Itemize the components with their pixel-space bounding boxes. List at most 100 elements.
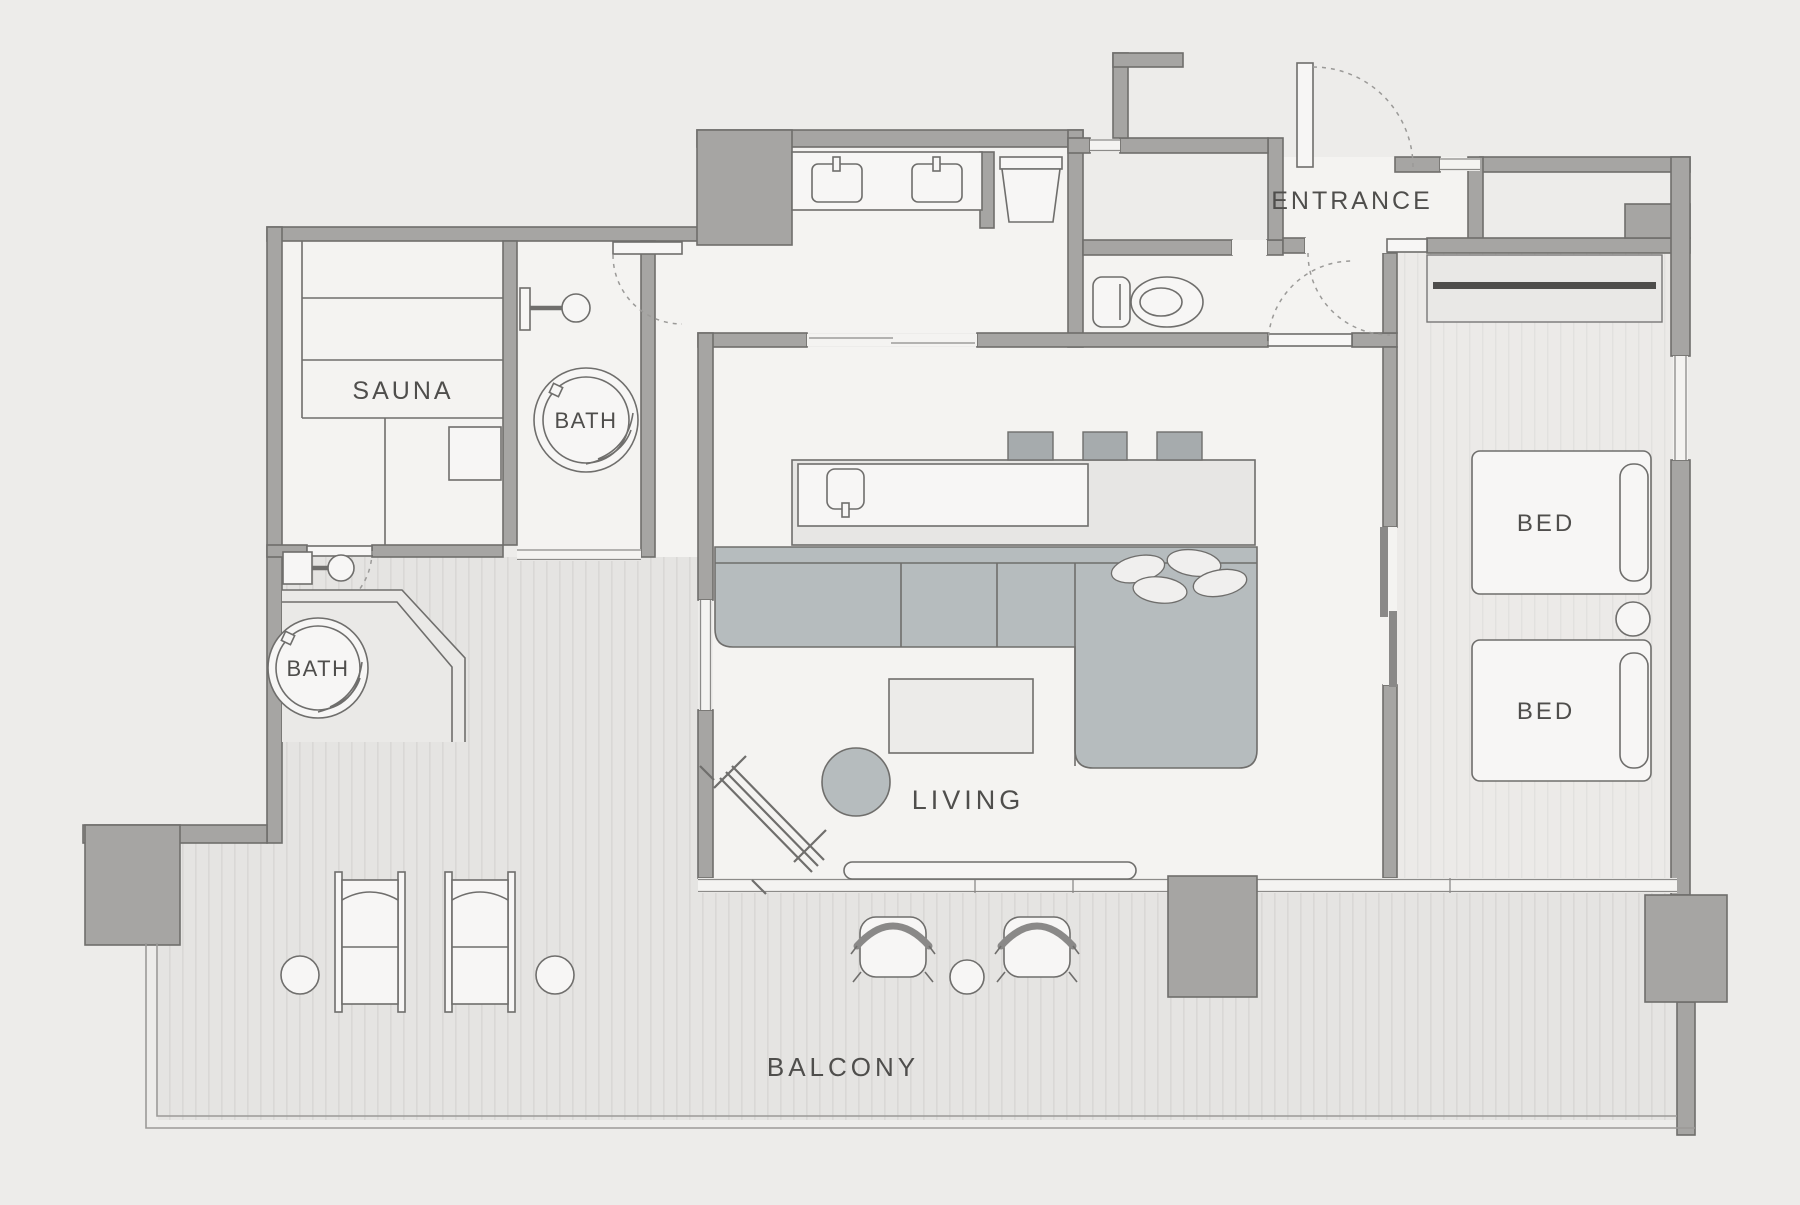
furniture-toilet: [1092, 276, 1204, 328]
balcony-column-left: [84, 824, 181, 946]
bed-bottom-pillow: [1619, 652, 1649, 769]
window-bedroom-right: [1673, 356, 1688, 460]
balcony-table: [949, 959, 985, 995]
shower-head-icon-outdoor: [327, 554, 355, 582]
bathtub-outdoor-step: [280, 630, 296, 646]
opening-vestibule-hall: [1305, 238, 1387, 253]
bathtub-outdoor-rim: [275, 625, 361, 711]
toilet-bowl-inner: [1139, 287, 1183, 317]
bed-bottom: [1471, 639, 1652, 782]
label-entrance: ENTRANCE: [1271, 187, 1433, 215]
bathtub-indoor-step: [548, 382, 564, 398]
label-balcony: BALCONY: [767, 1052, 919, 1082]
tv-board: [843, 861, 1137, 880]
label-sauna: SAUNA: [352, 377, 453, 405]
wall-bedroom-left-a: [1382, 252, 1398, 334]
wall-living-top-b: [976, 332, 1269, 348]
door-swing-vestibule-hall: [1307, 252, 1391, 336]
furniture-bedroom: [1426, 254, 1663, 782]
nightstand: [1615, 601, 1651, 637]
door-swing-bathroom-corridor: [612, 254, 683, 325]
shower-mount-outdoor: [282, 551, 313, 585]
wall-vestibule-left: [1267, 137, 1284, 241]
kitchen-faucet-icon: [841, 502, 850, 518]
wall-right-outer-a: [1670, 156, 1691, 357]
window-entry-top: [1090, 139, 1120, 152]
outdoor-bath-platform-edge: [282, 589, 466, 742]
wall-toilet-top-b: [1266, 239, 1284, 256]
sectional-sofa: [714, 546, 1258, 769]
sliding-door-corridor: [807, 334, 977, 346]
laundry-unit-lid: [999, 156, 1063, 170]
door-leaf-bathroom-corridor: [612, 241, 683, 255]
label-bed-bottom: BED: [1517, 698, 1575, 725]
labels: SAUNA BATH BATH ENTRANCE LIVING BED BED …: [286, 187, 1575, 1082]
door-leaf-vestibule-hall: [1386, 238, 1428, 253]
wall-exterior-notch-cap: [1112, 52, 1184, 68]
wall-bedroom-top-b: [1426, 237, 1691, 254]
sauna-floor: [282, 241, 503, 545]
wall-living-left-b: [697, 709, 714, 879]
sofa-seat-lines: [715, 562, 1257, 766]
side-table-right: [535, 955, 575, 995]
balcony-armchair-2: [994, 916, 1080, 983]
balcony-column-mid: [1167, 875, 1258, 998]
door-swing-sauna-terrace: [306, 550, 373, 617]
sofa-pillow-2: [1166, 548, 1222, 578]
wall-living-top-a: [697, 332, 808, 348]
label-living: LIVING: [912, 785, 1025, 815]
shower-head-icon-indoor: [561, 293, 591, 323]
wall-sauna-bottom-b: [371, 544, 504, 558]
wall-vestibule-top-b: [1479, 156, 1691, 173]
wall-balcony-right: [1676, 1001, 1696, 1136]
door-swing-entrance: [1312, 66, 1414, 168]
sun-lounger-1: [334, 871, 406, 1013]
wall-living-left-a: [697, 332, 714, 601]
label-bed-top: BED: [1517, 510, 1575, 537]
label-bath-outdoor: BATH: [286, 656, 349, 681]
sun-lounger-2: [444, 871, 516, 1013]
furniture-balcony: [280, 871, 1080, 1013]
window-living-left: [699, 600, 712, 710]
bathtub-outdoor: [267, 617, 369, 719]
bed-top-pillow: [1619, 463, 1649, 582]
sauna-benches: [301, 241, 503, 545]
wall-entry-top-b: [1119, 137, 1269, 154]
door-leaf-hall-living: [1267, 333, 1353, 347]
laundry-unit: [1001, 168, 1061, 223]
bathtub-indoor-rim: [542, 376, 630, 464]
toilet-tank: [1092, 276, 1131, 328]
wall-right-outer-b: [1670, 459, 1691, 896]
sliding-panel-bedroom-1: [1380, 527, 1388, 617]
wall-bedroom-left-b: [1382, 346, 1398, 528]
opening-toilet: [1232, 240, 1267, 255]
balcony-armchair-1: [850, 916, 936, 983]
bathtub-indoor-swoosh: [585, 412, 634, 465]
coffee-table: [888, 678, 1034, 754]
wall-bedroom-top-a: [1282, 237, 1306, 254]
bar-stool-1: [1007, 431, 1054, 461]
label-bath-indoor: BATH: [554, 408, 617, 433]
sofa-pillow-4: [1192, 568, 1248, 598]
wall-living-top-c: [1351, 332, 1398, 348]
window-bathroom-bottom: [517, 549, 641, 561]
wall-entry-top-a: [1067, 137, 1091, 154]
faucet-icon-left: [832, 156, 841, 172]
wall-bedroom-left-c: [1382, 684, 1398, 879]
walls: [82, 52, 1696, 1136]
window-vestibule-top: [1440, 158, 1480, 171]
closet-hanging-rail: [1433, 282, 1656, 289]
furniture-terrace: [267, 551, 466, 742]
round-ottoman: [821, 747, 891, 817]
balcony-railing: [145, 943, 1695, 1129]
wall-sauna-top: [266, 226, 713, 242]
furniture-living: [699, 431, 1258, 895]
wall-vestibule-top-a: [1394, 156, 1441, 173]
terrace-passage-floor: [655, 241, 700, 557]
wall-toilet-top-a: [1082, 239, 1233, 256]
sliding-panel-bedroom-2: [1389, 611, 1397, 687]
hall-floor: [1283, 253, 1383, 333]
furniture-bathroom: [519, 287, 639, 473]
